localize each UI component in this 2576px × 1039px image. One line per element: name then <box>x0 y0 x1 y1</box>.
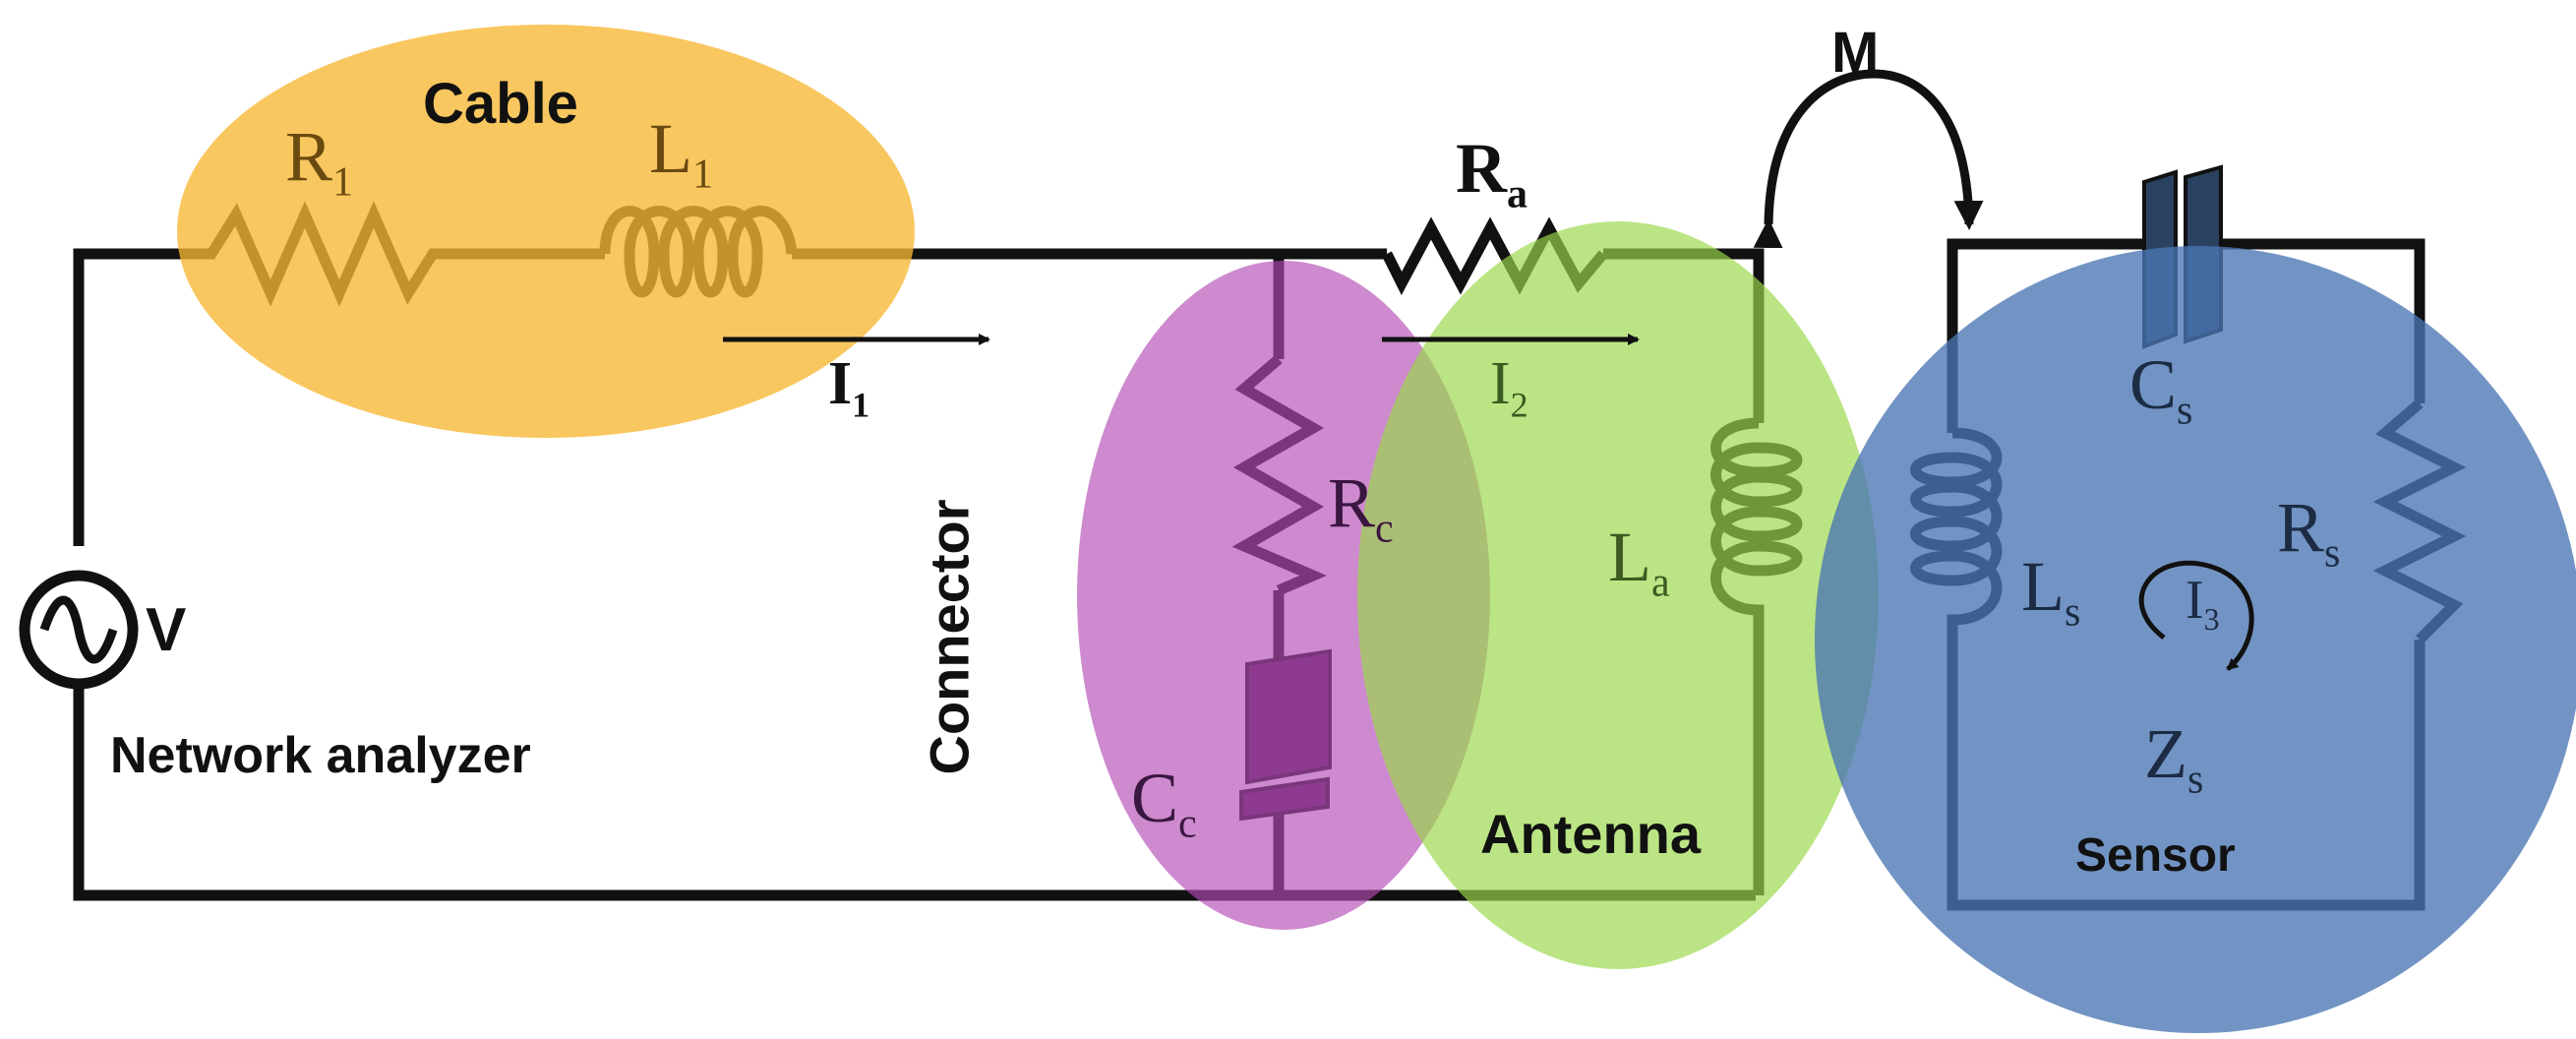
network-analyzer-label: Network analyzer <box>110 727 531 784</box>
cable-region <box>177 25 915 438</box>
rs-label: Rs <box>2277 488 2341 577</box>
cable-label: Cable <box>423 72 578 136</box>
sensor-region <box>1815 246 2576 1033</box>
i3-label: I3 <box>2186 570 2220 638</box>
r1-label: R1 <box>285 117 354 206</box>
source-voltage-label: V <box>146 596 187 664</box>
i1-label: I1 <box>828 350 870 425</box>
connector-label: Connector <box>918 499 981 775</box>
current-i3-arrow <box>2138 560 2254 671</box>
antenna-region <box>1357 221 1879 969</box>
la-label: La <box>1608 518 1670 606</box>
ls-label: Ls <box>2021 547 2081 636</box>
cc-label: Cc <box>1131 759 1197 847</box>
rc-label: Rc <box>1328 463 1394 552</box>
i2-label: I2 <box>1490 350 1528 425</box>
ac-source <box>19 570 139 782</box>
mutual-coupling-arrow <box>1753 69 1984 249</box>
mutual-inductance-label: M <box>1831 21 1880 85</box>
ra-label: Ra <box>1456 129 1528 217</box>
cs-label: Cs <box>2129 345 2193 434</box>
zs-label: Zs <box>2144 714 2204 803</box>
wire-left <box>73 248 162 546</box>
antenna-label: Antenna <box>1480 803 1701 865</box>
sensor-label: Sensor <box>2075 829 2236 882</box>
l1-label: L1 <box>649 109 713 198</box>
